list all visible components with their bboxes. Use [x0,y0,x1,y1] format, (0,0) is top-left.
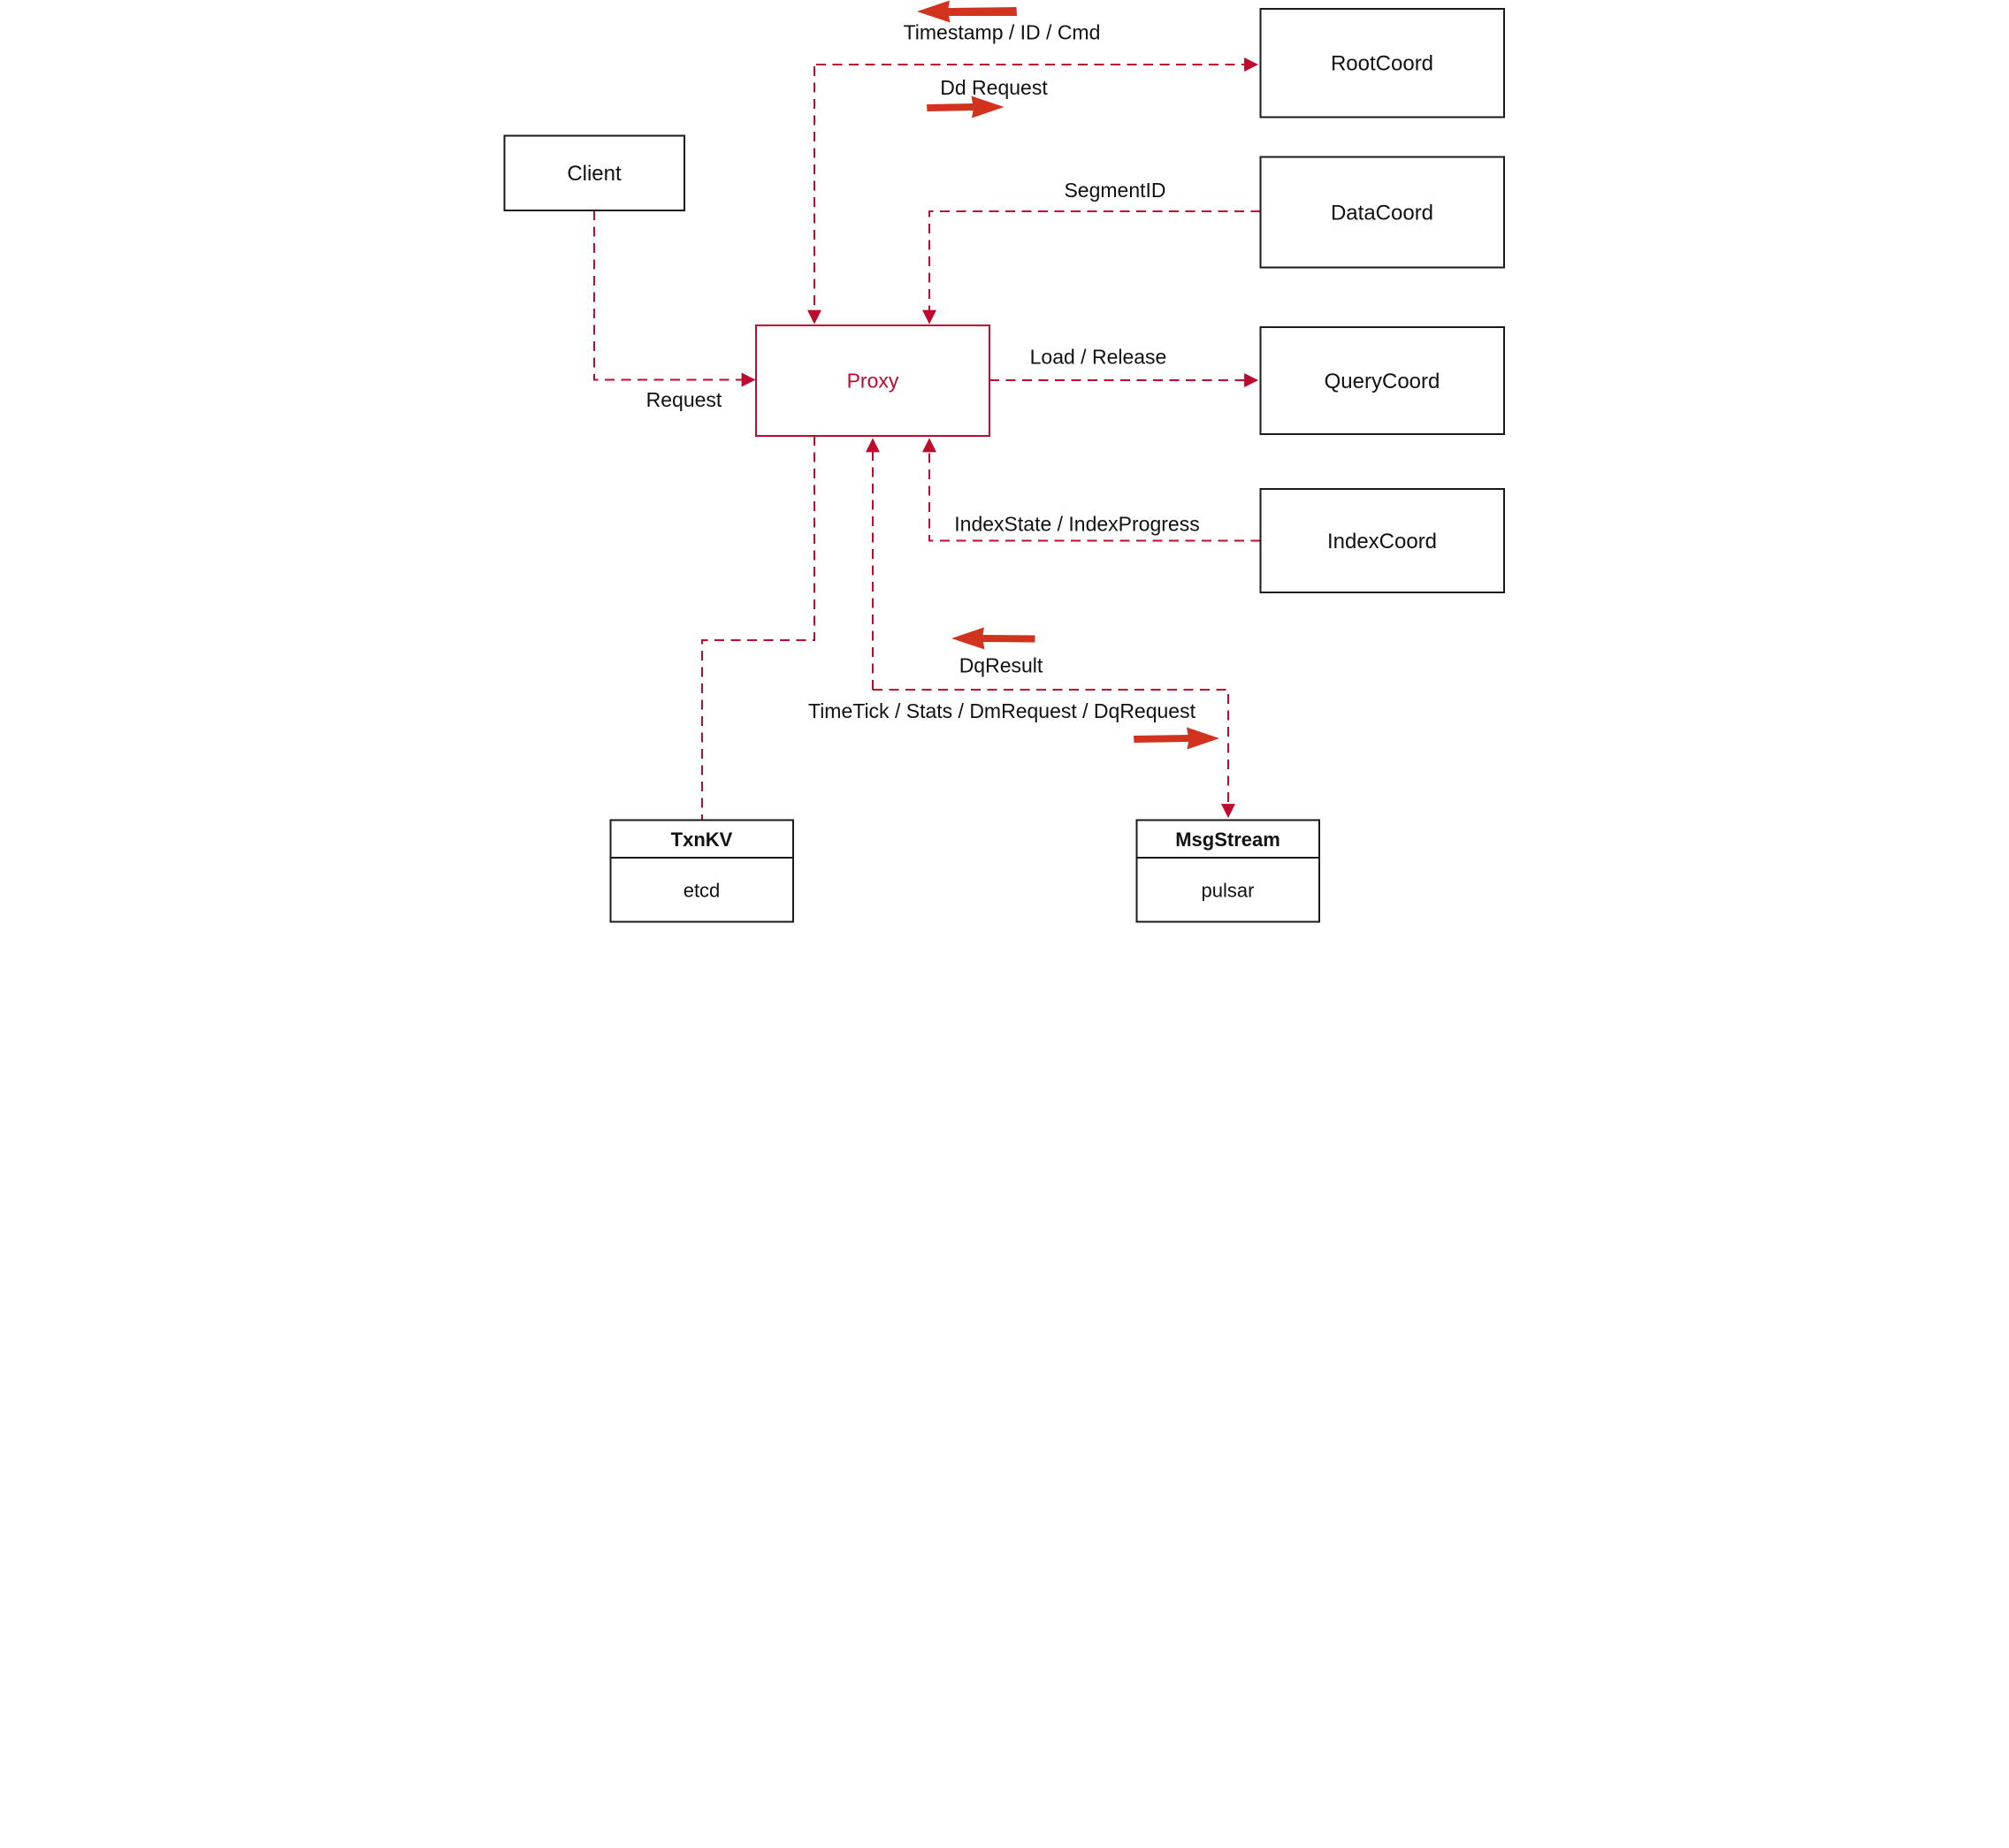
node-querycoord: QueryCoord [1259,326,1505,435]
edge-label-timestamp: Timestamp / ID / Cmd [904,21,1101,44]
node-datacoord: DataCoord [1259,156,1505,269]
edge-label-dd-request: Dd Request [940,76,1048,99]
txnkv-subtitle: etcd [684,880,721,902]
node-proxy: Proxy [755,325,990,437]
rootcoord-box [1259,8,1505,118]
edge-proxy-to-msgstream [873,689,1235,819]
edge-label-request: Request [646,388,722,411]
msgstream-box [1135,819,1320,923]
node-msgstream: MsgStream pulsar [1135,819,1320,923]
txnkv-box [609,819,794,923]
edge-proxy-to-txnkv [701,436,815,820]
direction-arrows [917,0,1219,750]
txnkv-title: TxnKV [671,829,733,851]
querycoord-label: QueryCoord [1325,370,1440,393]
edge-datacoord-to-proxy [922,210,1261,325]
nodes: Client Proxy RootCoord DataCoord QueryCo… [503,8,1505,923]
arrow-left-dqresult-icon [951,627,1035,650]
arrow-right-dd-request-icon [927,95,1004,118]
querycoord-box [1259,326,1505,435]
architecture-diagram: Client Proxy RootCoord DataCoord QueryCo… [502,0,1507,924]
datacoord-box [1259,156,1505,269]
node-txnkv: TxnKV etcd [609,819,794,923]
node-indexcoord: IndexCoord [1259,488,1505,593]
edge-label-dqresult: DqResult [959,654,1043,677]
node-client: Client [503,134,685,211]
edges [593,57,1261,820]
msgstream-subtitle: pulsar [1202,880,1255,902]
proxy-label: Proxy [847,370,899,393]
node-rootcoord: RootCoord [1259,8,1505,118]
msgstream-title: MsgStream [1175,829,1280,851]
edge-label-timetick: TimeTick / Stats / DmRequest / DqRequest [808,699,1196,722]
edge-labels: Timestamp / ID / Cmd Dd Request SegmentI… [646,21,1200,723]
edge-label-segmentid: SegmentID [1064,179,1165,202]
indexcoord-label: IndexCoord [1327,530,1437,554]
rootcoord-label: RootCoord [1331,52,1433,76]
diagram-canvas: Client Proxy RootCoord DataCoord QueryCo… [503,0,1505,923]
arrow-left-timestamp-icon [917,0,1017,23]
edge-indexcoord-to-proxy [922,438,1261,542]
edge-label-load-release: Load / Release [1030,346,1167,369]
proxy-box [755,325,990,437]
indexcoord-box [1259,488,1505,593]
edge-client-to-proxy [593,210,756,387]
client-box [503,134,685,211]
edge-label-indexstate: IndexState / IndexProgress [954,513,1199,536]
client-label: Client [567,162,622,186]
datacoord-label: DataCoord [1331,202,1433,225]
arrow-right-timetick-icon [1134,727,1219,750]
